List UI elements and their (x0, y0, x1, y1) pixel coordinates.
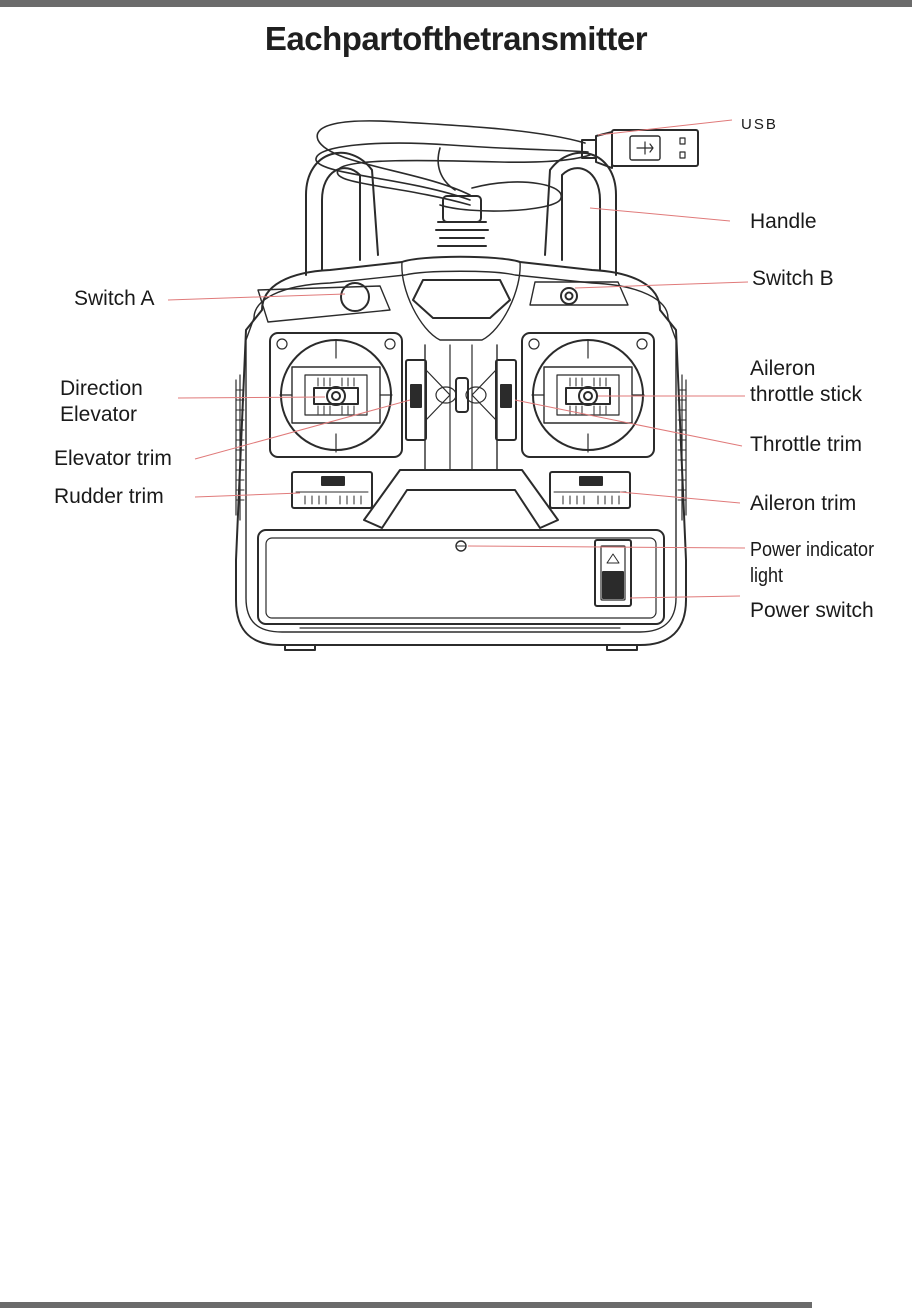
label-aileron-throttle-stick: Aileron throttle stick (750, 356, 862, 408)
aileron-trim-slider (550, 472, 630, 508)
label-power-indicator-light: Power indicator light (750, 537, 874, 589)
switch-b-toggle (561, 288, 577, 304)
bottom-rule (0, 1302, 812, 1308)
label-handle: Handle (750, 209, 817, 235)
left-stick-gimbal (270, 333, 402, 457)
label-switch-b: Switch B (752, 266, 834, 292)
label-rudder-trim: Rudder trim (54, 484, 164, 510)
throttle-trim-slider (496, 360, 516, 440)
power-switch (595, 540, 631, 606)
label-usb: USB (741, 112, 778, 138)
right-stick-gimbal (522, 333, 654, 457)
usb-plug-icon (582, 130, 698, 168)
label-aileron-trim: Aileron trim (750, 491, 856, 517)
leader-lines (168, 120, 748, 598)
label-power-switch: Power switch (750, 598, 874, 624)
label-elevator-trim: Elevator trim (54, 446, 172, 472)
label-direction-elevator: Direction Elevator (60, 376, 143, 428)
rudder-trim-slider (292, 472, 372, 508)
label-switch-a: Switch A (74, 286, 155, 312)
label-throttle-trim: Throttle trim (750, 432, 862, 458)
transmitter-diagram (0, 0, 912, 700)
